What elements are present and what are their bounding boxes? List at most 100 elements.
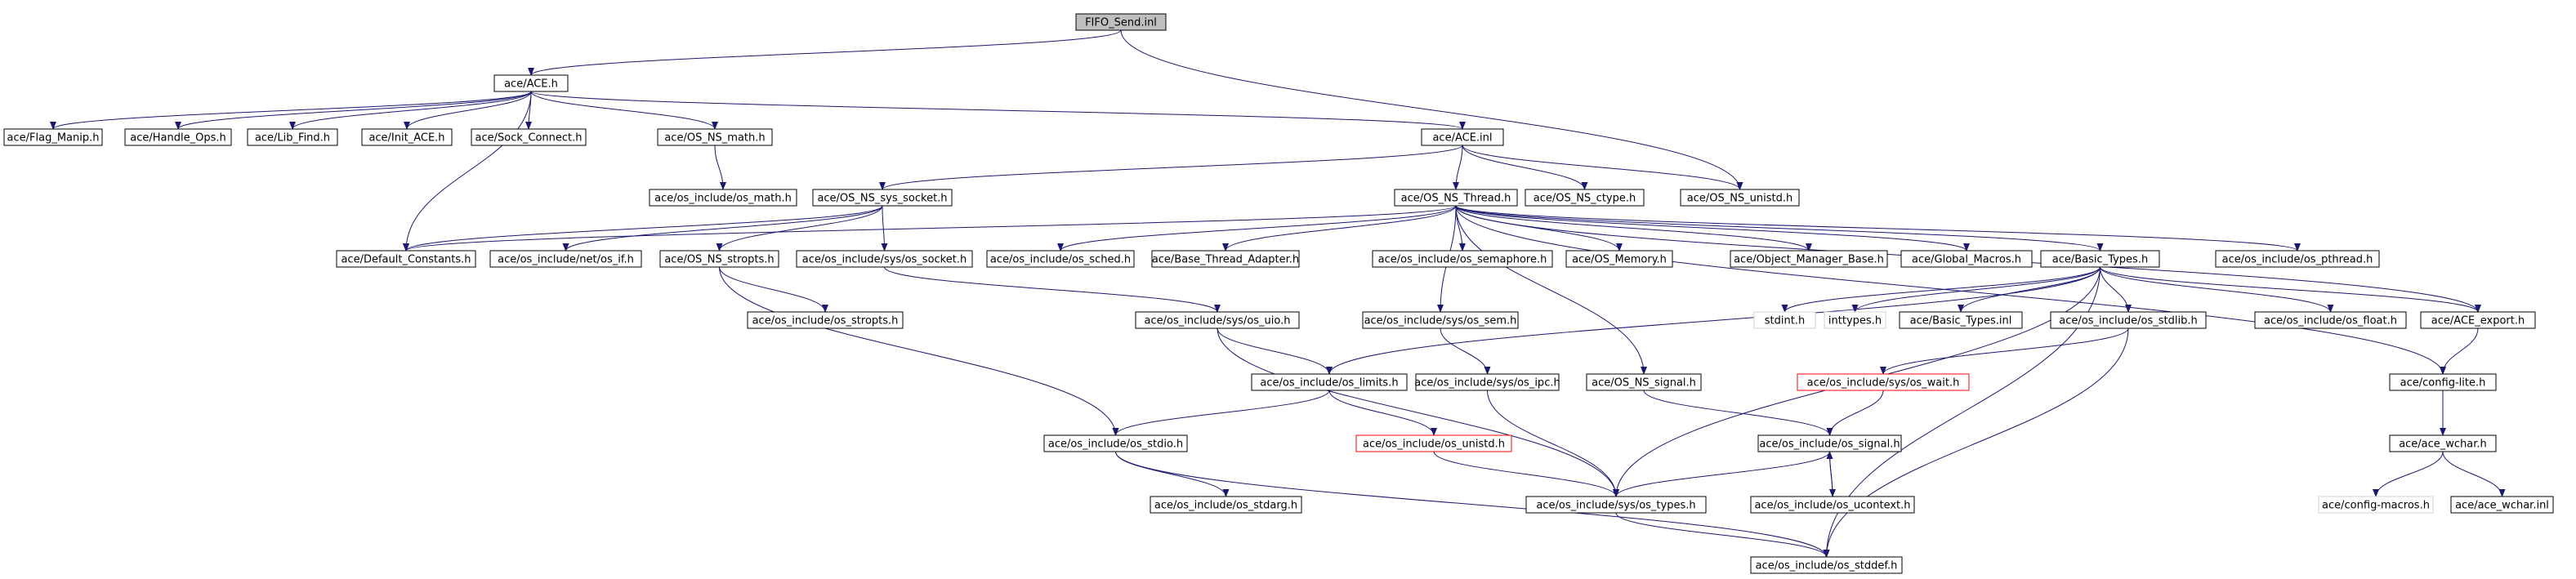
node-label: ace/Lib_Find.h [255, 132, 330, 145]
edge-btypes-to-stdint [1781, 266, 2101, 313]
edge-thread-to-signal-ns [1455, 205, 1647, 375]
node-memory[interactable]: ace/OS_Memory.h [1565, 250, 1673, 268]
node-pthread[interactable]: ace/os_include/os_pthread.h [2215, 250, 2380, 268]
node-initace[interactable]: ace/Init_ACE.h [361, 128, 453, 146]
node-stropts-ns[interactable]: ace/OS_NS_stropts.h [659, 250, 779, 268]
node-ctype[interactable]: ace/OS_NS_ctype.h [1525, 189, 1645, 207]
edge-sys-os-socket-to-uio [884, 266, 1221, 313]
node-sched[interactable]: ace/os_include/os_sched.h [986, 250, 1135, 268]
edge-signal-ns-to-signal-inc [1643, 390, 1833, 436]
node-label: ace/os_include/os_signal.h [1759, 439, 1900, 451]
node-label: ace/OS_NS_sys_socket.h [817, 193, 947, 205]
node-sock[interactable]: ace/Sock_Connect.h [471, 128, 587, 146]
node-box [2050, 311, 2207, 329]
node-sem[interactable]: ace/os_include/sys/os_sem.h [1362, 311, 1519, 329]
edge-ucontext-to-signal-inc [1826, 451, 1833, 497]
node-box [2389, 373, 2497, 391]
edge-sys-socket-to-stropts-ns [716, 205, 883, 252]
node-box [1075, 13, 1167, 31]
edge-ace-h-to-aceinl [530, 91, 1466, 130]
node-osmath[interactable]: ace/OS_NS_math.h [657, 128, 773, 146]
node-uio[interactable]: ace/os_include/sys/os_uio.h [1135, 311, 1300, 329]
edge-ace-h-to-initace [404, 91, 532, 130]
edge-thread-to-btypes [1455, 205, 2104, 252]
edge-ace-h-to-flag [50, 91, 532, 130]
node-btinl[interactable]: ace/Basic_Types.inl [1899, 311, 2023, 329]
edge-ace-h-to-osmath [530, 91, 718, 130]
node-stdio[interactable]: ace/os_include/os_stdio.h [1043, 434, 1188, 452]
node-float[interactable]: ace/os_include/os_float.h [2254, 311, 2407, 329]
node-label: ace/os_include/os_stdio.h [1048, 439, 1183, 451]
node-defconst[interactable]: ace/Default_Constants.h [336, 250, 476, 268]
node-configlite[interactable]: ace/config-lite.h [2389, 373, 2497, 391]
edge-uio-to-types [1217, 327, 1619, 497]
edge-stropts-ns-to-stdio [719, 266, 1119, 436]
node-box [1757, 434, 1902, 452]
edge-thread-to-sched [1057, 205, 1457, 252]
node-inttypes[interactable]: inttypes.h [1824, 311, 1886, 329]
node-stdint[interactable]: stdint.h [1753, 311, 1816, 329]
node-libfind[interactable]: ace/Lib_Find.h [247, 128, 338, 146]
node-ipc[interactable]: ace/os_include/sys/os_ipc.h [1414, 373, 1560, 391]
node-label: ace/os_include/os_stddef.h [1756, 560, 1898, 572]
node-ace-h[interactable]: ace/ACE.h [493, 74, 569, 92]
edge-btypes-to-stdlib [2100, 266, 2132, 313]
node-label: ace/os_include/os_unistd.h [1363, 439, 1505, 451]
edge-limits-to-stdio [1112, 390, 1330, 436]
node-box [336, 250, 476, 268]
node-stddef[interactable]: ace/os_include/os_stddef.h [1750, 556, 1903, 574]
node-ace-export[interactable]: ace/ACE_export.h [2420, 311, 2536, 329]
node-stdarg[interactable]: ace/os_include/os_stdarg.h [1150, 496, 1302, 514]
node-flag[interactable]: ace/Flag_Manip.h [3, 128, 103, 146]
node-sys-os-socket[interactable]: ace/os_include/sys/os_socket.h [796, 250, 973, 268]
edge-btypes-to-stddef [1823, 266, 2101, 558]
node-types[interactable]: ace/os_include/sys/os_types.h [1525, 496, 1707, 514]
edge-signal-inc-to-types [1613, 451, 1830, 497]
node-thread[interactable]: ace/OS_NS_Thread.h [1394, 189, 1518, 207]
node-sys-socket[interactable]: ace/OS_NS_sys_socket.h [812, 189, 953, 207]
node-unistd-ns[interactable]: ace/OS_NS_unistd.h [1680, 189, 1800, 207]
node-gmacros[interactable]: ace/Global_Macros.h [1900, 250, 2033, 268]
node-bta[interactable]: ace/Base_Thread_Adapter.h [1151, 250, 1300, 268]
edge-thread-to-gmacros [1455, 205, 1970, 252]
node-box [1525, 496, 1707, 514]
edge-stropts-ns-to-stropts-inc [719, 266, 828, 313]
node-label: ace/Handle_Ops.h [130, 132, 225, 145]
node-label: ace/os_include/os_math.h [654, 193, 792, 205]
node-btypes[interactable]: ace/Basic_Types.h [2040, 250, 2160, 268]
node-label: ace/Basic_Types.h [2052, 254, 2148, 266]
node-label: ace/Flag_Manip.h [7, 132, 100, 145]
node-aceinl[interactable]: ace/ACE.inl [1421, 128, 1504, 146]
node-wait[interactable]: ace/os_include/sys/os_wait.h [1797, 373, 1970, 391]
node-label: ace/OS_NS_unistd.h [1687, 193, 1793, 205]
node-signal-inc[interactable]: ace/os_include/os_signal.h [1757, 434, 1902, 452]
node-acewchar[interactable]: ace/ace_wchar.h [2389, 434, 2497, 452]
node-unistd-inc[interactable]: ace/os_include/os_unistd.h [1355, 434, 1512, 452]
node-box [361, 128, 453, 146]
node-stdlib[interactable]: ace/os_include/os_stdlib.h [2050, 311, 2207, 329]
node-osinc-math[interactable]: ace/os_include/os_math.h [649, 189, 797, 207]
node-label: ace/os_include/sys/os_wait.h [1807, 377, 1960, 390]
node-omb[interactable]: ace/Object_Manager_Base.h [1730, 250, 1888, 268]
node-label: ace/os_include/os_pthread.h [2222, 254, 2373, 266]
node-handle[interactable]: ace/Handle_Ops.h [124, 128, 232, 146]
node-ucontext[interactable]: ace/os_include/os_ucontext.h [1750, 496, 1915, 514]
edge-btypes-to-float [2100, 266, 2334, 313]
node-box [1899, 311, 2023, 329]
node-wcharinl[interactable]: ace/ace_wchar.inl [2450, 496, 2554, 514]
node-net-if[interactable]: ace/os_include/net/os_if.h [489, 250, 642, 268]
node-cfgmacros[interactable]: ace/config-macros.h [2318, 496, 2434, 514]
node-box [1824, 311, 1886, 329]
edge-aceinl-to-thread [1453, 145, 1463, 190]
node-box [1525, 189, 1645, 207]
node-signal-ns[interactable]: ace/OS_NS_signal.h [1586, 373, 1702, 391]
edge-sys-socket-to-defconst [403, 205, 883, 252]
node-stropts-inc[interactable]: ace/os_include/os_stropts.h [747, 311, 904, 329]
edge-ace-h-to-defconst [403, 91, 532, 252]
edges-layer [50, 29, 2506, 558]
node-label: ace/os_include/os_float.h [2264, 315, 2397, 327]
edge-aceinl-to-unistd-ns [1462, 145, 1743, 190]
node-box [2254, 311, 2407, 329]
node-limits[interactable]: ace/os_include/os_limits.h [1251, 373, 1408, 391]
node-semaphore[interactable]: ace/os_include/os_semaphore.h [1372, 250, 1553, 268]
